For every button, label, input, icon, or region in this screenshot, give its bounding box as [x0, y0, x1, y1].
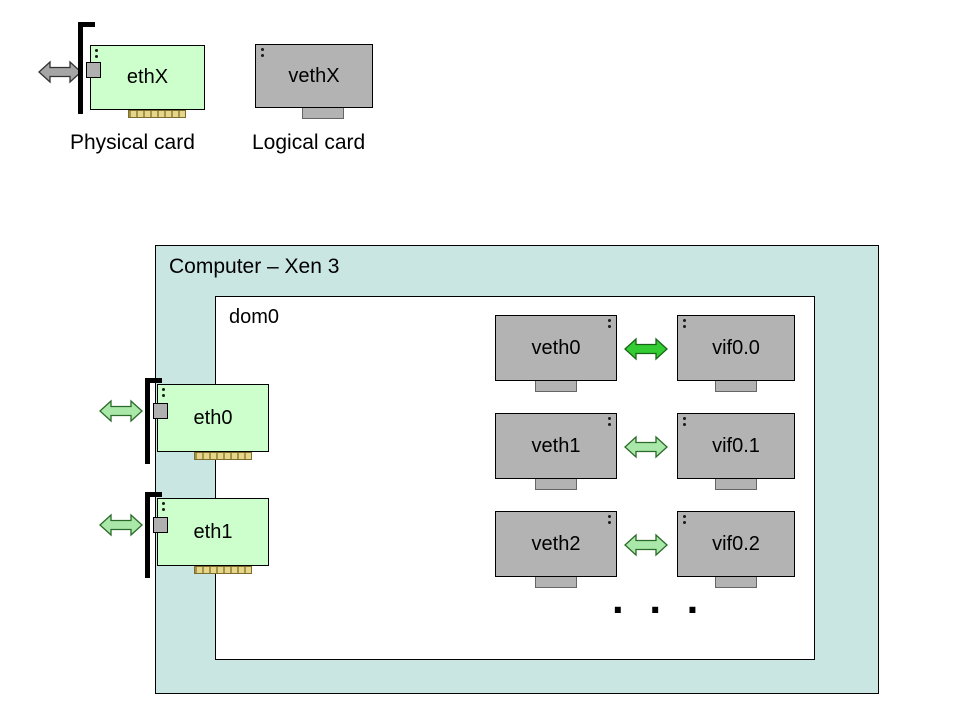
card-stand: [535, 381, 577, 392]
card-stand: [715, 577, 757, 588]
veth-label: veth2: [531, 532, 581, 555]
card-stand: [535, 479, 577, 490]
card-stand: [302, 108, 344, 119]
card-port: [153, 403, 168, 419]
ellipsis: . . .: [612, 575, 706, 622]
screw-holes-icon: [162, 502, 165, 511]
nic-label: eth1: [193, 520, 233, 543]
veth-label: veth0: [531, 336, 581, 359]
card-stand: [535, 577, 577, 588]
veth-card: veth0: [495, 315, 617, 381]
computer-title: Computer – Xen 3: [169, 255, 340, 278]
vent-holes-icon: [608, 417, 611, 426]
double-arrow-icon: [624, 435, 668, 459]
card-stand: [715, 479, 757, 490]
edge-connector-icon: [194, 566, 252, 574]
screw-holes-icon: [95, 49, 98, 58]
physical-card: ethX: [90, 45, 205, 110]
vent-holes-icon: [683, 515, 686, 524]
pci-bracket-foot: [145, 378, 162, 383]
pci-bracket: [78, 22, 83, 114]
pci-bracket-foot: [145, 492, 162, 497]
card-label: vethX: [288, 64, 340, 87]
card-label: ethX: [126, 66, 169, 88]
card-port: [86, 62, 101, 78]
pci-bracket: [145, 492, 150, 578]
edge-connector-icon: [194, 452, 252, 460]
logical-card: vethX: [255, 44, 373, 108]
card-port: [153, 517, 168, 533]
vif-card: vif0.2: [677, 511, 795, 577]
screw-holes-icon: [162, 388, 165, 397]
logical-card-caption: Logical card: [252, 131, 366, 154]
dom0-label: dom0: [229, 306, 280, 328]
pci-bracket-foot: [78, 22, 95, 27]
vif-card: vif0.0: [677, 315, 795, 381]
double-arrow-icon: [624, 533, 668, 557]
vent-holes-icon: [683, 319, 686, 328]
physical-card: eth0: [157, 384, 269, 452]
edge-connector-icon: [128, 110, 186, 118]
double-arrow-icon: [624, 337, 668, 361]
physical-card-caption: Physical card: [70, 131, 195, 154]
card-stand: [715, 381, 757, 392]
double-arrow-icon: [99, 513, 143, 537]
vent-holes-icon: [608, 319, 611, 328]
vent-holes-icon: [261, 48, 264, 57]
double-arrow-icon: [38, 60, 82, 84]
vif-label: vif0.0: [712, 336, 760, 359]
veth-card: veth2: [495, 511, 617, 577]
physical-card: eth1: [157, 498, 269, 566]
double-arrow-icon: [99, 399, 143, 423]
vif-label: vif0.1: [712, 434, 760, 457]
veth-card: veth1: [495, 413, 617, 479]
vent-holes-icon: [683, 417, 686, 426]
vent-holes-icon: [608, 515, 611, 524]
vif-label: vif0.2: [712, 532, 760, 555]
nic-label: eth0: [193, 406, 233, 429]
pci-bracket: [145, 378, 150, 464]
veth-label: veth1: [531, 434, 581, 457]
vif-card: vif0.1: [677, 413, 795, 479]
